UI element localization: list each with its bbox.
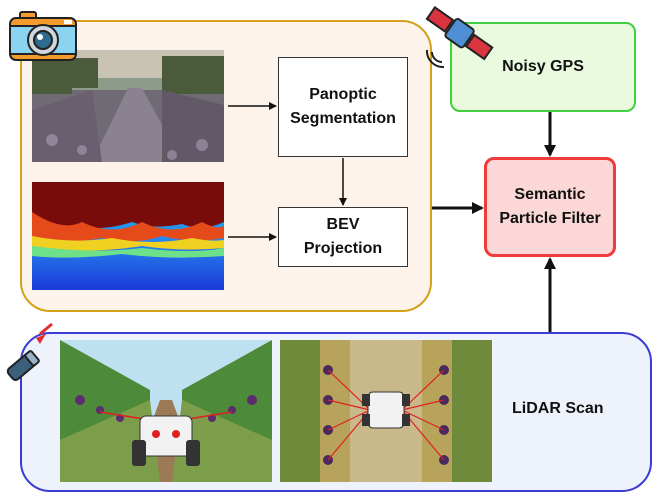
noisy-gps-label: Noisy GPS	[502, 58, 584, 75]
panoptic-segmentation-node: Panoptic Segmentation	[278, 57, 408, 157]
depth-image	[32, 182, 224, 290]
vineyard-robot-image	[60, 340, 272, 482]
semantic-particle-filter-label: Semantic Particle Filter	[499, 186, 601, 227]
lidar-bev-image	[280, 340, 492, 482]
bev-projection-node: BEV Projection	[278, 207, 408, 267]
satellite-icon	[425, 5, 494, 68]
camera-rgb-image	[32, 50, 224, 162]
semantic-particle-filter-node: Semantic Particle Filter	[484, 157, 616, 257]
panoptic-segmentation-label: Panoptic Segmentation	[290, 86, 396, 127]
noisy-gps-node: Noisy GPS	[450, 22, 636, 112]
bev-projection-label: BEV Projection	[303, 216, 383, 257]
camera-icon	[9, 11, 77, 61]
lidar-sensor-icon	[6, 322, 53, 381]
lidar-scan-label: LiDAR Scan	[512, 400, 604, 417]
